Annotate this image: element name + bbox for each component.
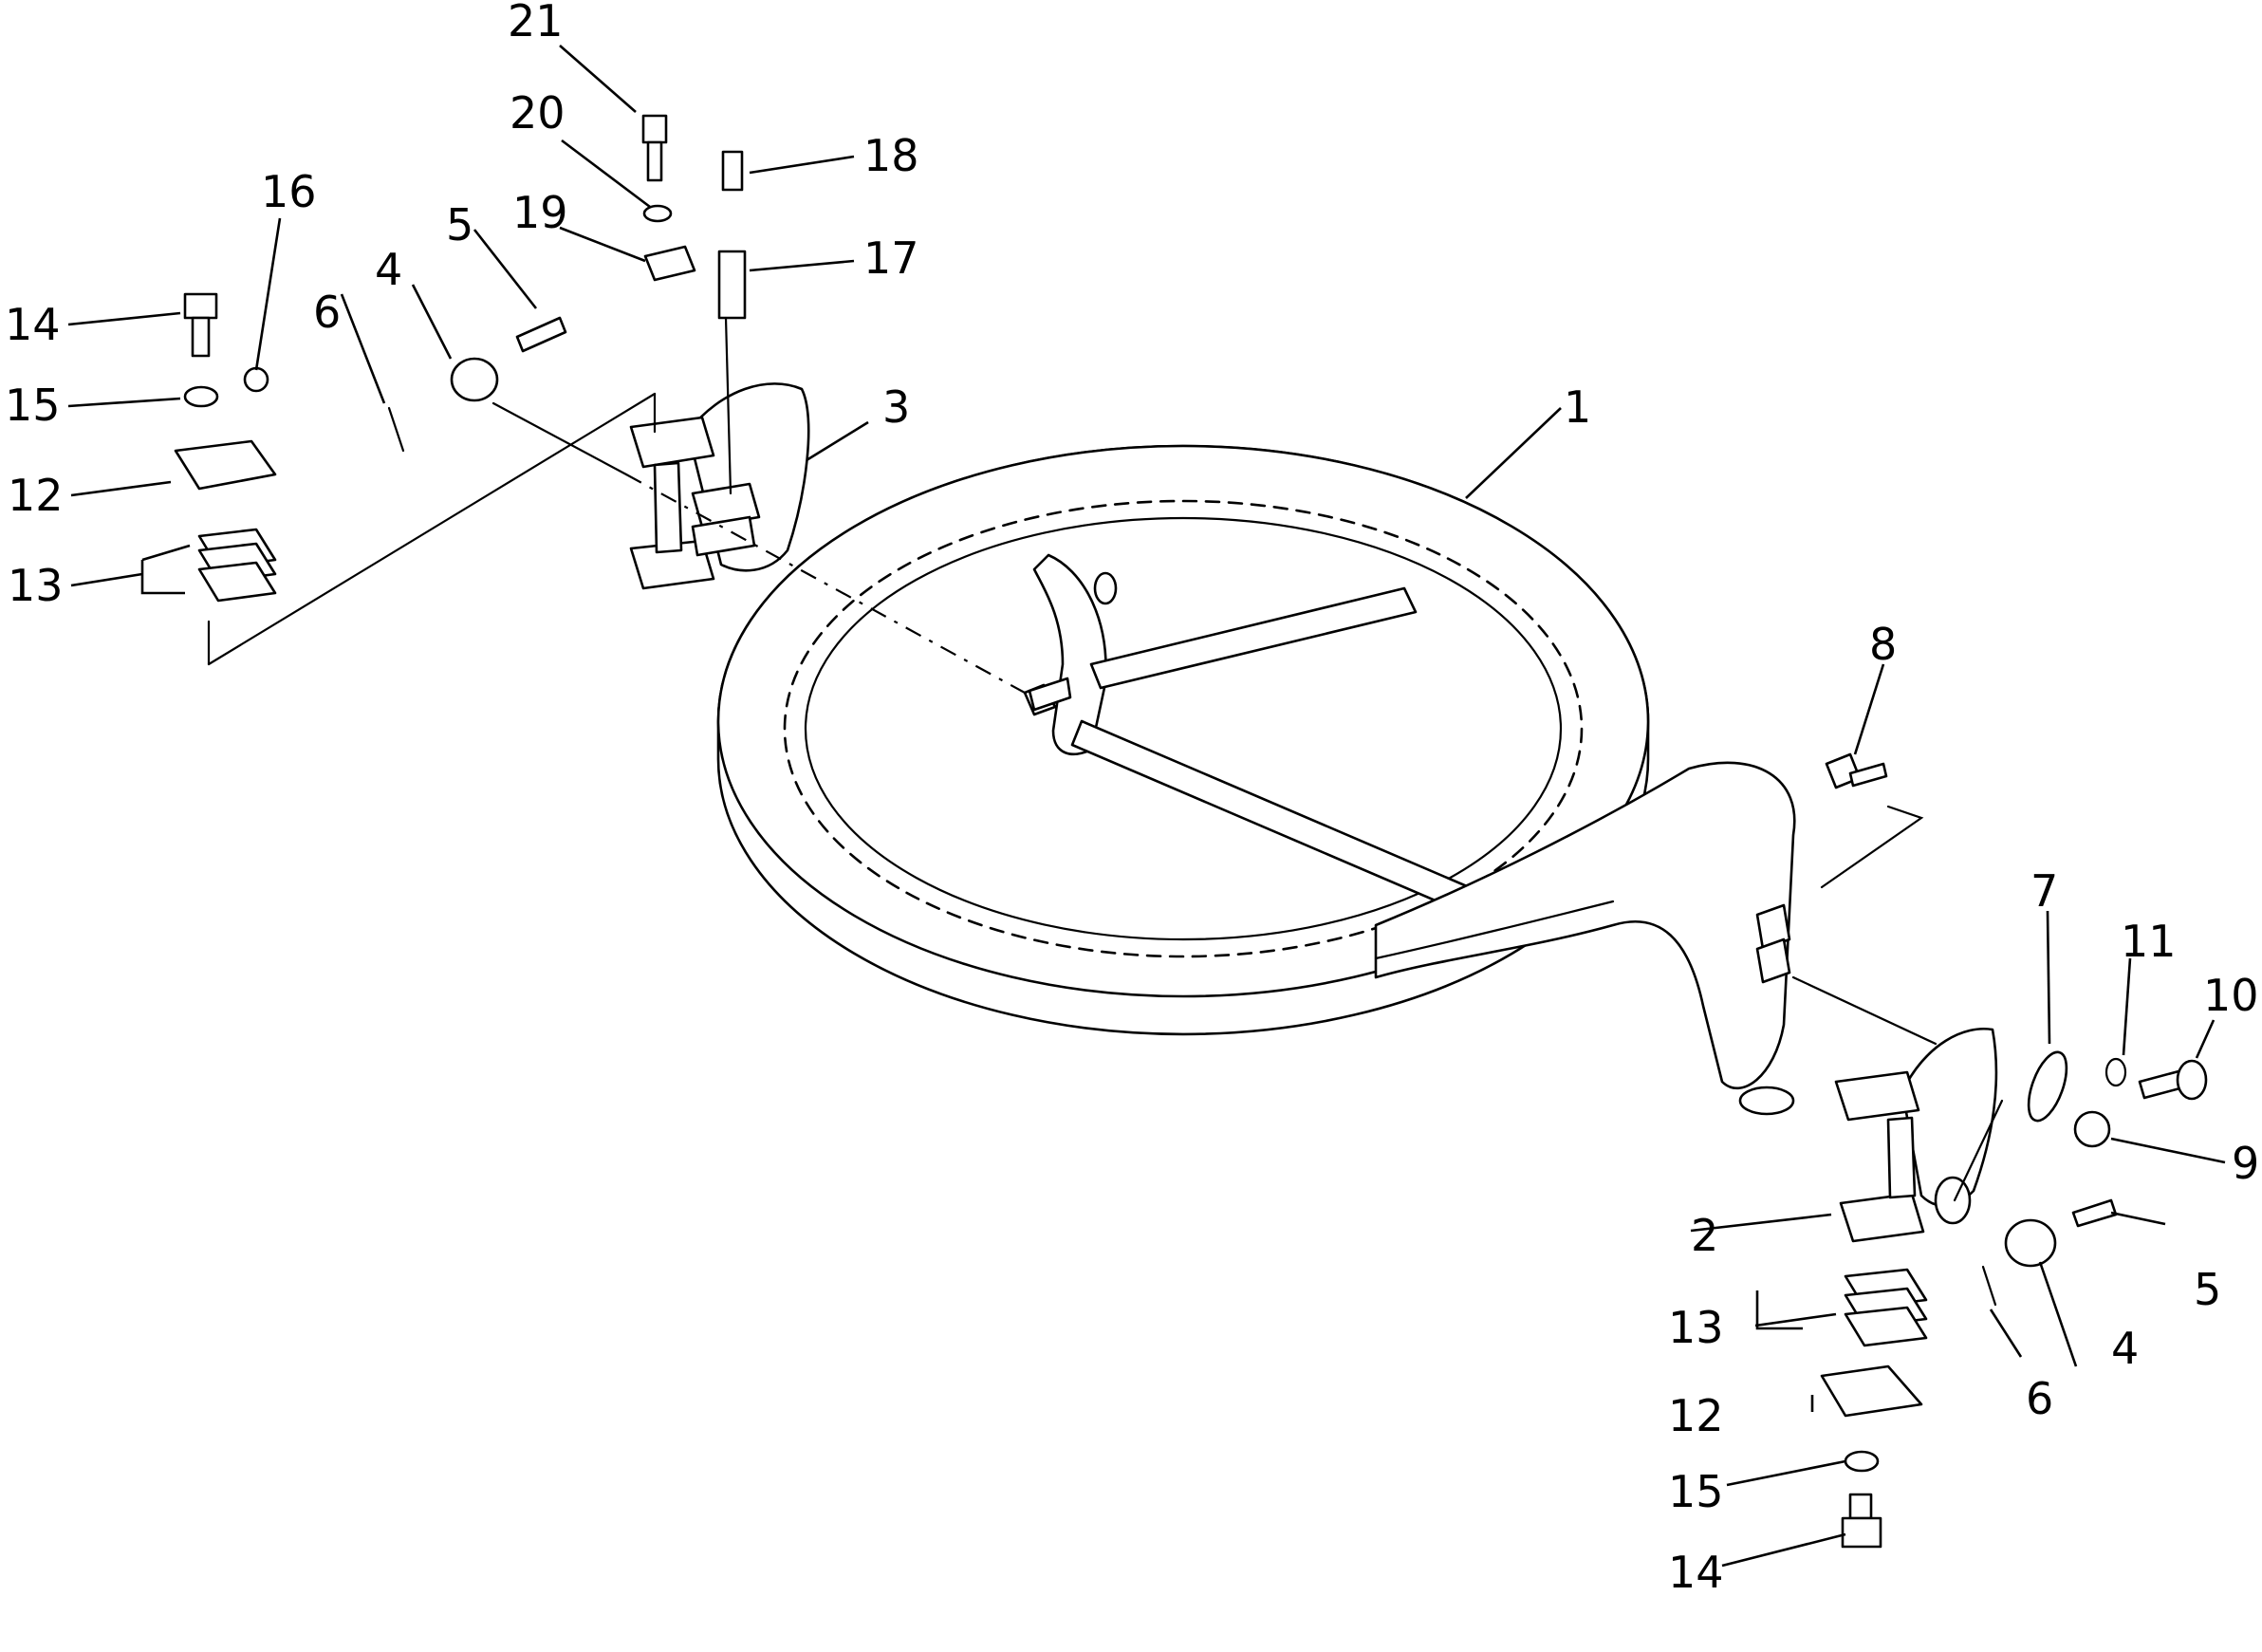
callout-4-left: 4 [375, 244, 402, 295]
callout-6-left: 6 [313, 287, 341, 338]
callout-14-left: 14 [5, 299, 61, 350]
hardware [174, 114, 2208, 1549]
callout-leaders [67, 45, 2226, 1568]
callout-5-left: 5 [446, 199, 473, 251]
callout-15-left: 15 [5, 380, 61, 431]
callout-16: 16 [261, 166, 317, 217]
callout-labels: 1 2 3 4 4 5 5 6 6 7 8 9 10 11 12 12 13 1… [5, 0, 2259, 1598]
callout-17: 17 [863, 232, 919, 284]
callout-21: 21 [508, 0, 564, 46]
callout-9: 9 [2232, 1138, 2259, 1189]
callout-19: 19 [512, 187, 568, 238]
callout-11: 11 [2121, 916, 2177, 967]
callout-10: 10 [2203, 970, 2259, 1021]
callout-20: 20 [510, 87, 566, 139]
callout-7: 7 [2030, 865, 2058, 917]
callout-12-right: 12 [1668, 1390, 1724, 1441]
assembly-lines [207, 316, 2004, 1202]
callout-4-right: 4 [2111, 1323, 2139, 1374]
callout-1: 1 [1564, 381, 1591, 433]
callout-8: 8 [1869, 619, 1897, 670]
circle-frame [1023, 553, 1796, 1116]
right-bracket [1834, 1027, 1998, 1243]
callout-2: 2 [1691, 1210, 1718, 1261]
callout-12-left: 12 [8, 470, 64, 521]
callout-6-right: 6 [2026, 1373, 2053, 1424]
callout-15-right: 15 [1668, 1466, 1724, 1517]
callout-18: 18 [863, 130, 919, 181]
callout-13-left: 13 [8, 560, 64, 611]
left-bracket [629, 382, 810, 590]
callout-14-right: 14 [1668, 1547, 1724, 1598]
callout-13-right: 13 [1668, 1302, 1724, 1353]
callout-3: 3 [882, 381, 910, 433]
callout-5-right: 5 [2194, 1264, 2221, 1315]
